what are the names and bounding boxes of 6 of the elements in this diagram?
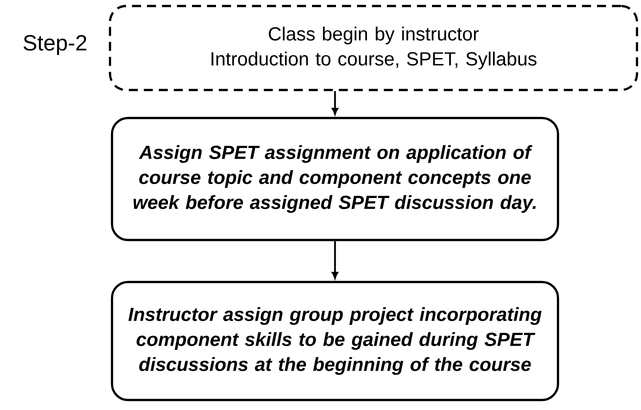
dashed-box: Class begin by instructor Introduction to course, SPET, Syllabus bbox=[108, 4, 638, 92]
process-box: Instructor assign group project incorporating component skills to be gained during SPET discussions at the beginning of the course bbox=[110, 280, 560, 402]
step-label: Step-2 bbox=[24, 35, 86, 55]
arrow bbox=[332, 91, 338, 115]
process-box: Assign SPET assignment on application of course topic and component concepts one week before assigned SPET discussion day. bbox=[110, 116, 560, 242]
arrow bbox=[332, 241, 338, 279]
